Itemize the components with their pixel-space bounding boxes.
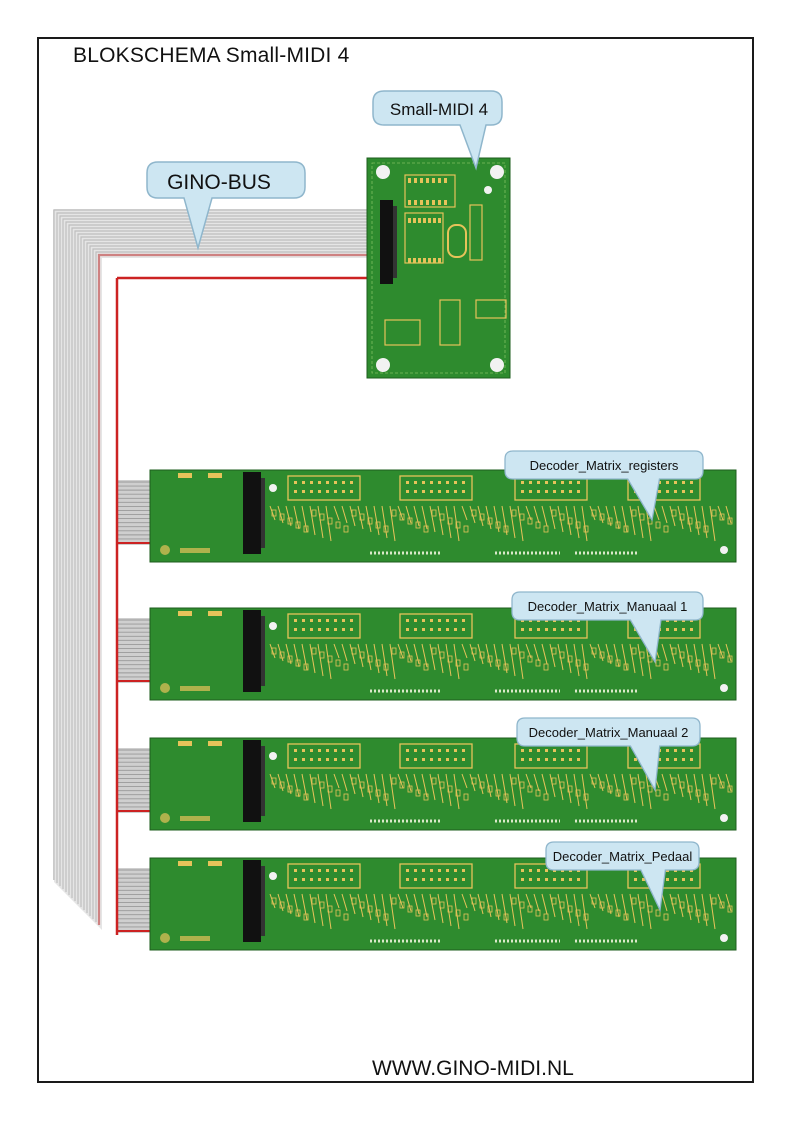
- decoder-label: Decoder_Matrix_Manuaal 2: [529, 725, 689, 740]
- website-footer: WWW.GINO-MIDI.NL: [372, 1057, 574, 1080]
- decoder-label: Decoder_Matrix_Manuaal 1: [528, 599, 688, 614]
- gino-bus-label: GINO-BUS: [167, 171, 271, 194]
- gino-bus-callout: GINO-BUS: [146, 161, 306, 251]
- small-midi-4-board: [366, 157, 511, 379]
- decoder-label: Decoder_Matrix_registers: [530, 458, 679, 473]
- small-midi-callout: Small-MIDI 4: [372, 90, 503, 171]
- diagram-title: BLOKSCHEMA Small-MIDI 4: [73, 44, 350, 67]
- decoder-callout: Decoder_Matrix_Manuaal 1: [511, 591, 704, 664]
- decoder-callout: Decoder_Matrix_Pedaal: [545, 841, 700, 913]
- page-frame: [37, 37, 754, 1083]
- decoder-callout: Decoder_Matrix_registers: [504, 450, 704, 522]
- decoder-callout: Decoder_Matrix_Manuaal 2: [516, 717, 701, 793]
- small-midi-label: Small-MIDI 4: [390, 100, 488, 119]
- decoder-label: Decoder_Matrix_Pedaal: [553, 849, 693, 864]
- decoder-matrix-board: [149, 857, 737, 951]
